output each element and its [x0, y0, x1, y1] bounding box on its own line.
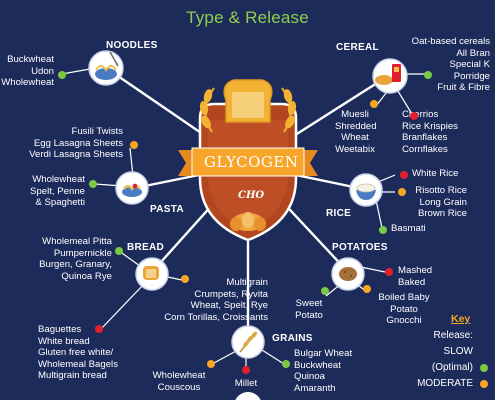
cereal-items-fast: Cherrios Rice Krispies Branflakes Cornfl… — [402, 109, 458, 155]
bread-items-moderate: Multigrain Crumpets, Ryvita Wheat, Spelt… — [164, 277, 268, 323]
glycogen-banner — [178, 147, 318, 177]
connector-grains-slow — [261, 349, 285, 365]
key-slow-label: SLOW — [443, 346, 473, 357]
category-cereal: CEREAL — [336, 42, 379, 53]
bread-icon — [135, 257, 169, 291]
pasta-icon — [115, 171, 149, 205]
key-moderate-label: MODERATE — [417, 378, 473, 389]
rice-items-moderate: Risotto Rice Long Grain Brown Rice — [415, 185, 467, 220]
pasta-dot-slow — [89, 180, 97, 188]
connector-rice-slow — [375, 199, 383, 229]
key-slow-dot — [480, 364, 488, 372]
potatoes-dot-slow — [321, 287, 329, 295]
connector-rice-fast — [377, 174, 396, 183]
rice-items-slow: Basmati — [391, 223, 426, 234]
grains-items-slow: Bulgar Wheat Buckwheat Quinoa Amaranth — [294, 348, 353, 394]
bread-dot-fast — [95, 325, 103, 333]
grains-icon — [231, 325, 265, 359]
connector-bread-slow — [118, 250, 141, 267]
connector-bread-fast — [99, 282, 146, 331]
croissant-icon — [230, 212, 266, 231]
bread-dot-slow — [115, 247, 123, 255]
grains-items-fast: Millet — [234, 378, 258, 389]
category-pasta: PASTA — [150, 204, 184, 215]
bread-items-fast: Baguettes White bread Gluten free white/… — [38, 324, 118, 382]
potato-icon — [331, 257, 365, 291]
toast-icon — [223, 79, 273, 123]
key-title: Key — [451, 313, 471, 325]
cho-label: CHO — [238, 190, 265, 201]
partial-icon-circle — [235, 392, 261, 400]
rice-icon — [349, 173, 383, 207]
key-moderate-dot — [480, 380, 488, 388]
potatoes-dot-moderate — [363, 285, 371, 293]
category-grains: GRAINS — [272, 333, 313, 344]
page-title: Type & Release — [186, 8, 309, 27]
rice-dot-slow — [379, 226, 387, 234]
grains-dot-fast — [242, 366, 250, 374]
cereal-items-moderate: Muesli Shredded Wheat Weetabix — [335, 109, 377, 155]
rice-items-fast: White Rice — [412, 168, 459, 179]
bread-items-slow: Wholemeal Pitta Pumpernickle Burgen, Gra… — [39, 236, 112, 282]
potatoes-items-fast: Mashed Baked — [398, 265, 433, 288]
pasta-items-slow: Wholewheat Spelt, Penne & Spaghetti — [30, 174, 85, 209]
cereal-dot-slow — [424, 71, 432, 79]
pasta-dot-moderate — [130, 141, 138, 149]
category-potatoes: POTATOES — [332, 242, 388, 253]
cereal-dot-fast — [410, 112, 418, 120]
grains-dot-slow — [282, 360, 290, 368]
center-shield — [178, 79, 318, 242]
noodles-dot-slow — [58, 71, 66, 79]
cereal-items-slow: Oat-based cereals All Bran Special K Por… — [411, 36, 490, 94]
key-slow-sub: (Optimal) — [431, 362, 473, 373]
key-release-label: Release: — [433, 330, 473, 341]
grains-items-moderate: Wholewheat Couscous — [152, 370, 206, 393]
category-rice: RICE — [326, 208, 352, 219]
potatoes-dot-fast — [385, 268, 393, 276]
category-icons — [88, 50, 408, 400]
potatoes-items-slow: Sweet Potato — [295, 298, 323, 321]
connector-cereal-fast — [395, 87, 413, 115]
pasta-items-moderate: Fusili Twists Egg Lasagna Sheets Verdi L… — [29, 126, 123, 161]
cereal-icon — [372, 58, 408, 94]
connector-grains-moderate — [211, 349, 239, 365]
potatoes-items-moderate: Boiled Baby Potato Gnocchi — [378, 292, 430, 327]
rice-dot-moderate — [398, 188, 406, 196]
grains-dot-moderate — [207, 360, 215, 368]
cereal-dot-moderate — [370, 100, 378, 108]
noodles-items-slow: Buckwheat Udon Wholewheat — [1, 54, 54, 89]
bread-dot-moderate — [181, 275, 189, 283]
glycogen-label: GLYCOGEN — [204, 153, 299, 171]
category-noodles: NOODLES — [106, 40, 158, 51]
laurel-icon — [199, 87, 297, 133]
rice-dot-fast — [400, 171, 408, 179]
noodles-icon — [88, 50, 124, 86]
category-bread: BREAD — [127, 242, 165, 253]
